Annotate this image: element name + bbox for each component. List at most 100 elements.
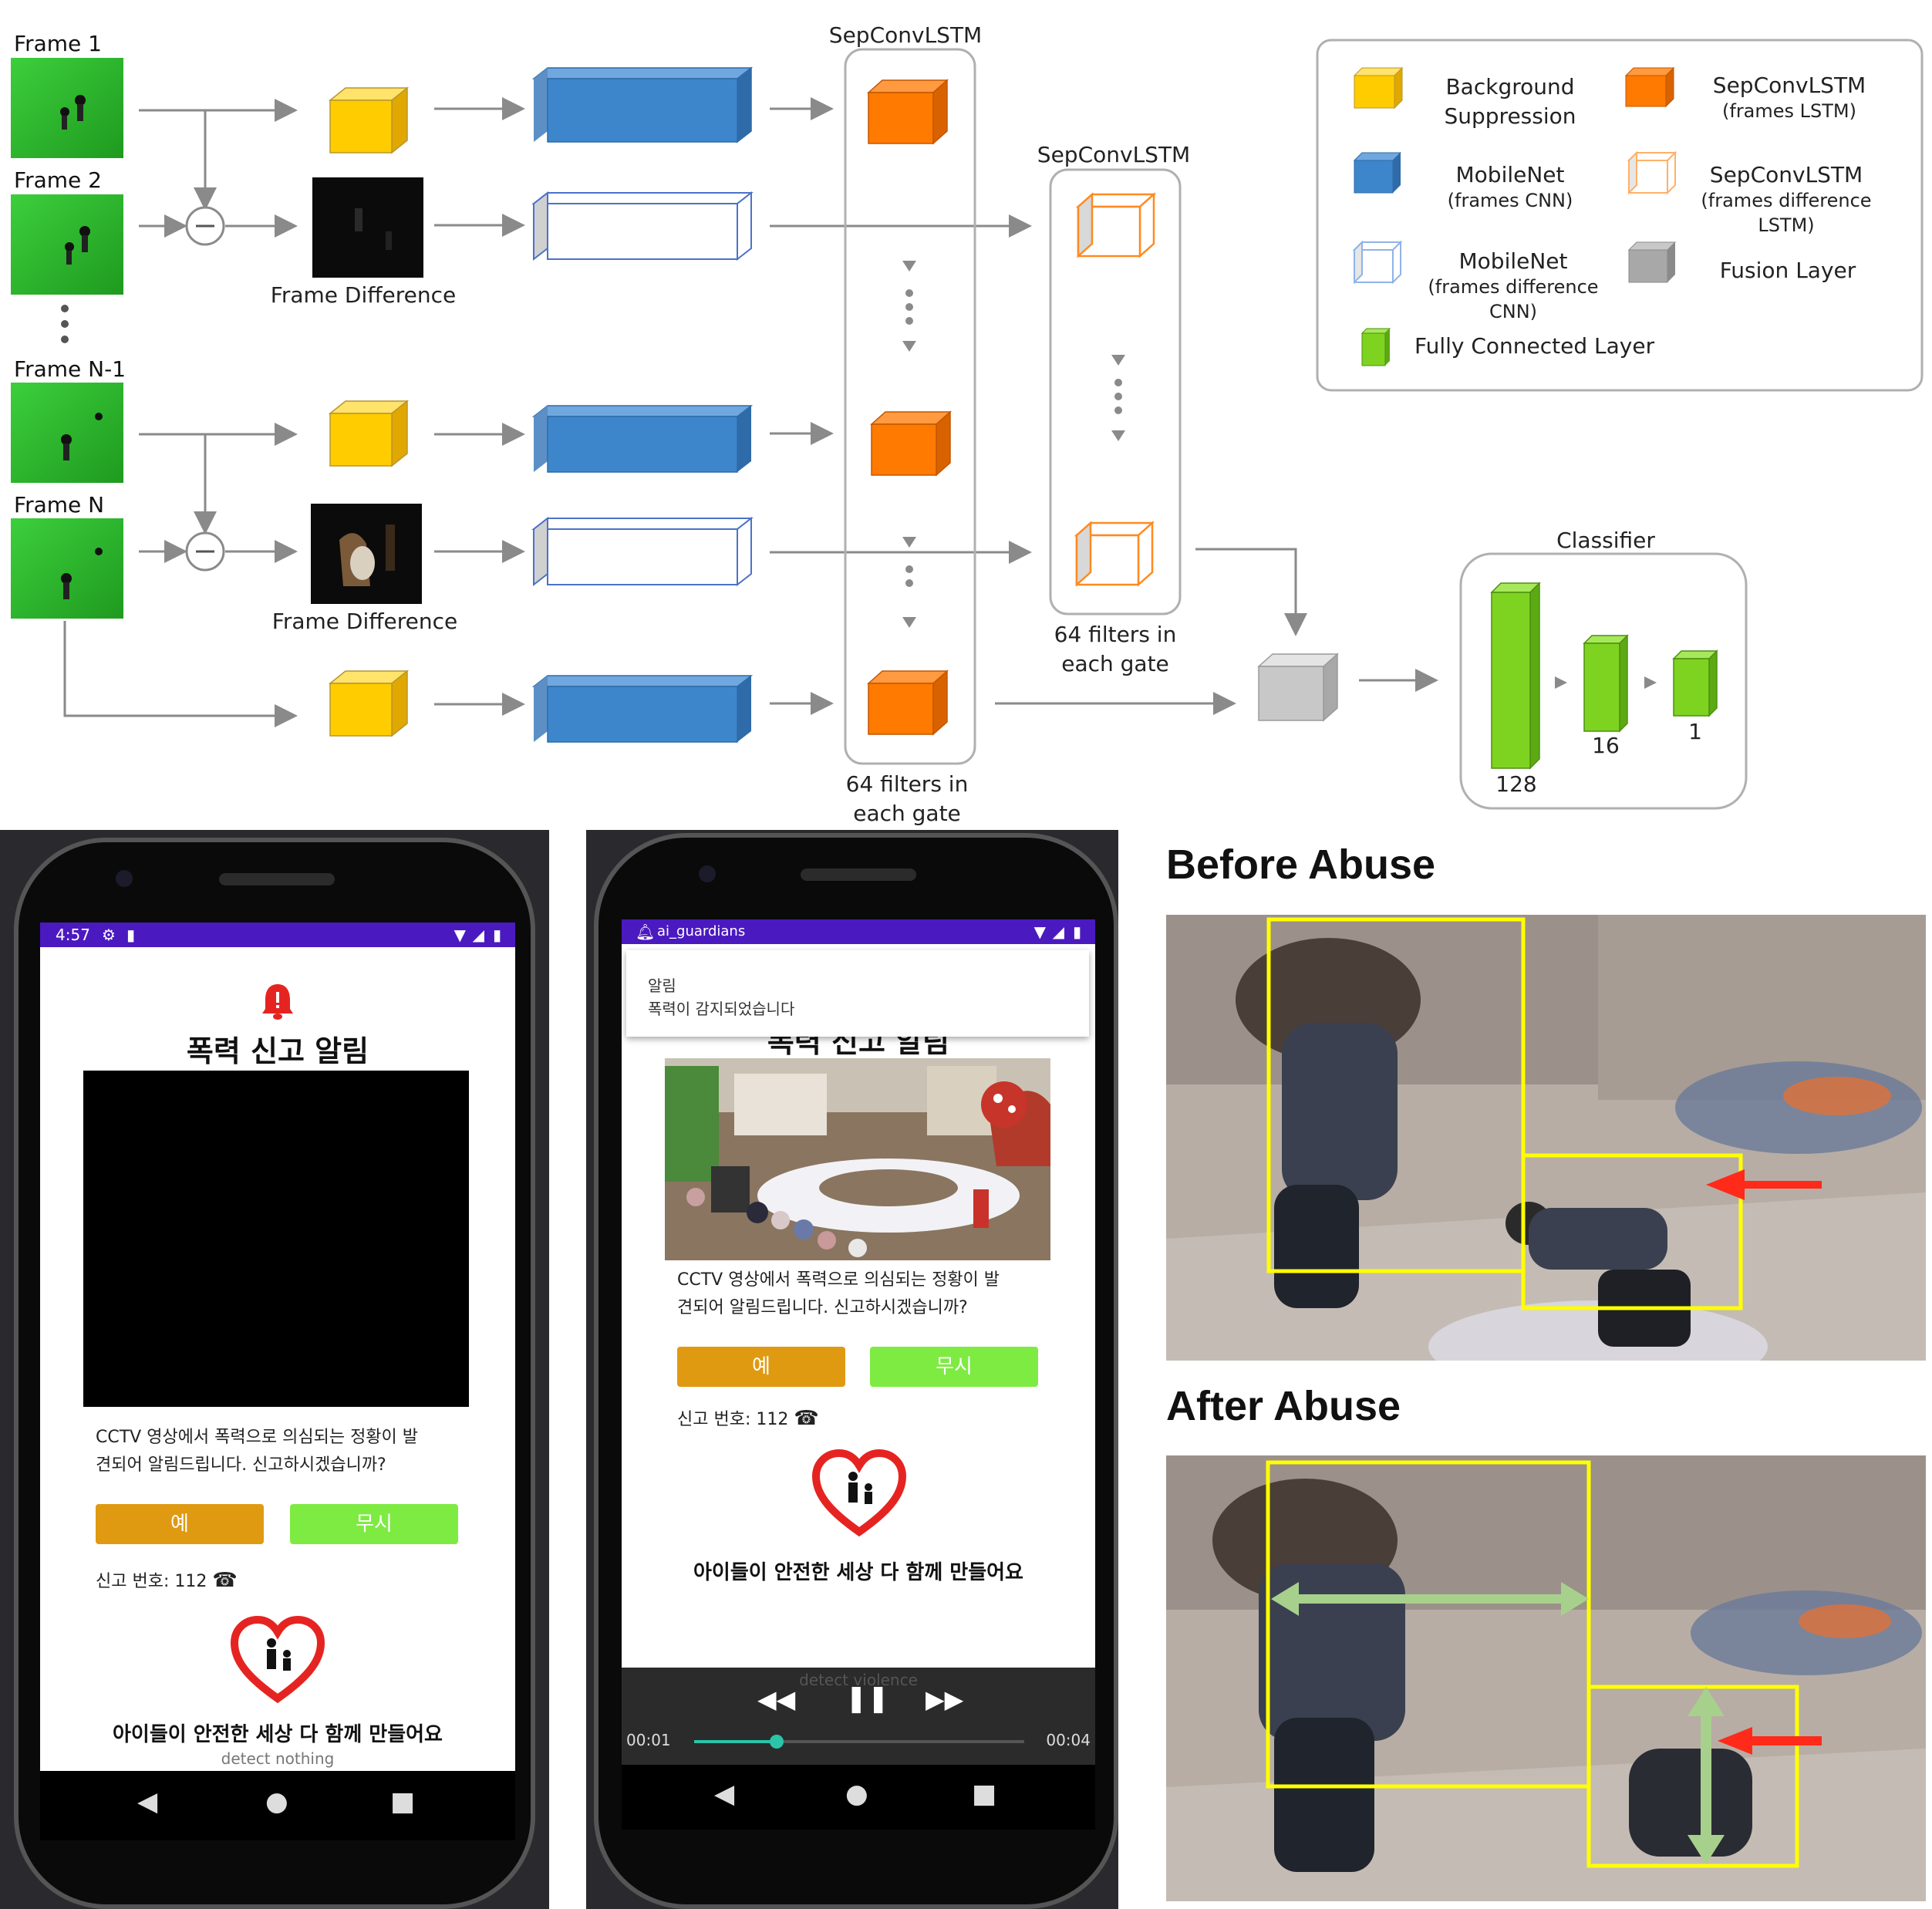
yes-button[interactable]: 예 [96,1504,264,1544]
fully-connected-layer-128 [1490,582,1541,770]
slogan: 아이들이 안전한 세상 다 함께 만들어요 [113,1723,443,1746]
signal-icon: ◢ [472,926,484,944]
notification-text: 폭력이 감지되었습니다 [648,1000,795,1018]
phone-icon[interactable]: ☎ [794,1407,819,1430]
rewind-icon[interactable]: ◀◀ [757,1685,796,1714]
classifier-unit-label: 1 [1688,719,1702,744]
frame-label: Frame 2 [14,167,102,193]
ignore-button[interactable]: 무시 [870,1347,1038,1387]
legend-label: (frames difference [1428,276,1598,298]
classifier-unit-label: 16 [1592,733,1620,758]
earpiece [219,873,335,885]
battery-icon: ▮ [492,926,501,944]
phone1-device: 4:57 ⚙ ▮ ▼ ◢ ▮ 폭력 신고 알림 CCTV 영상에서 폭력으로 의… [14,838,535,1909]
sepconvlstm-difference-cube [1075,192,1157,258]
connector-lines [63,97,1438,727]
phone1-screen: 4:57 ⚙ ▮ ▼ ◢ ▮ 폭력 신고 알림 CCTV 영상에서 폭력으로 의… [40,922,515,1771]
fast-forward-icon[interactable]: ▶▶ [926,1685,964,1714]
sepconvlstm-difference-container [1049,168,1182,616]
subtract-operator [185,531,225,572]
slogan: 아이들이 안전한 세상 다 함께 만들어요 [693,1561,1023,1584]
legend-label: (frames LSTM) [1722,100,1856,122]
app-name: ai_guardians [657,923,746,939]
legend-label: (frames CNN) [1448,190,1573,211]
sepconvlstm-frames-container [844,48,976,765]
legend-label: Background [1445,74,1574,99]
frame-image [11,58,123,158]
seek-bar[interactable] [694,1735,1024,1749]
phone2-device: 🔔︎ ai_guardians ▼ ◢ ▮ 폭력 신고 알림 알림 폭력이 감지… [594,833,1118,1909]
recents-icon[interactable]: ■ [972,1779,997,1810]
wifi-icon: ▼ [453,926,466,944]
sequence-ellipsis [1111,355,1125,441]
status-bar: 4:57 ⚙ ▮ ▼ ◢ ▮ [40,922,515,947]
legend-blue-cube [1353,152,1402,194]
adult-bounding-box [1266,1460,1591,1789]
legend-label: Fully Connected Layer [1414,333,1655,359]
back-icon[interactable]: ◀ [137,1786,158,1817]
child-bounding-box [1521,1153,1743,1310]
wifi-icon: ▼ [1033,922,1046,941]
classifier-flow-arrow [1644,676,1657,689]
frame-label: Frame 1 [14,31,102,56]
frame-difference-label: Frame Difference [272,609,458,634]
fully-connected-layer-16 [1583,634,1629,733]
sequence-ellipsis [902,261,916,628]
legend-label: Fusion Layer [1720,258,1856,283]
background-suppression-cube [328,400,410,467]
classifier-container [1459,552,1748,810]
detect-status: detect nothing [221,1749,335,1768]
mobilenet-block [531,66,754,143]
back-icon[interactable]: ◀ [714,1779,735,1810]
pause-icon[interactable]: ❚❚ [845,1683,889,1714]
media-controller: detect violence ◀◀ ❚❚ ▶▶ 00:01 00:04 [622,1668,1095,1765]
fusion-layer-cube [1257,653,1339,722]
video-player[interactable] [83,1071,469,1407]
cctv-video-frame[interactable] [665,1058,1050,1260]
signal-icon: ◢ [1052,922,1064,941]
heart-family-logo [811,1449,907,1537]
legend-box [1316,39,1924,392]
frame-image [11,383,123,483]
alert-description: CCTV 영상에서 폭력으로 의심되는 정황이 발 견되어 알림드립니다. 신고… [96,1428,419,1475]
legend-gray-cube [1627,241,1677,283]
yes-button[interactable]: 예 [677,1347,845,1387]
filters-caption: 64 filters in [846,771,969,797]
ignore-button[interactable]: 무시 [290,1504,458,1544]
legend-label: LSTM) [1758,214,1814,236]
architecture-diagram: Frame 1 Frame 2 Frame N-1 Frame N [11,22,1924,826]
home-icon[interactable]: ● [845,1779,868,1810]
notification-popup[interactable]: 알림 폭력이 감지되었습니다 [626,950,1089,1037]
legend-label: (frames difference [1701,190,1871,211]
filters-caption: 64 filters in [1054,622,1177,647]
seek-bar-thumb[interactable] [770,1735,784,1749]
after-abuse-image [1166,1455,1926,1901]
detect-status: detect violence [799,1671,918,1689]
recents-icon[interactable]: ■ [390,1786,416,1817]
child-bounding-box [1586,1685,1799,1868]
home-icon[interactable]: ● [265,1786,288,1817]
legend-green-cube [1360,328,1391,366]
sd-card-icon: ▮ [126,926,136,944]
before-abuse-image [1166,915,1926,1361]
phone-icon[interactable]: ☎ [212,1569,238,1592]
navigation-bar: ◀ ● ■ [622,1765,1095,1830]
status-time: 4:57 [56,926,90,944]
adult-bounding-box [1266,917,1526,1273]
sepconvlstm-cube [870,410,952,477]
legend-orange-cube [1624,66,1675,108]
phone2-screen: 🔔︎ ai_guardians ▼ ◢ ▮ 폭력 신고 알림 알림 폭력이 감지… [622,919,1095,1668]
earpiece [801,868,916,881]
sepconvlstm-title: SepConvLSTM [1037,142,1190,167]
frame-difference-image [312,177,423,278]
red-arrow-indicator [1706,1169,1822,1200]
classifier-flow-arrow [1555,676,1567,689]
mobilenet-difference-block [531,191,754,261]
legend-label: SepConvLSTM [1710,162,1863,187]
seek-bar-progress [694,1740,777,1743]
before-abuse-title: Before Abuse [1166,842,1436,888]
filters-caption: each gate [853,801,961,826]
legend-orange-outline-cube [1627,150,1677,195]
after-abuse-title: After Abuse [1166,1383,1401,1429]
legend-label: SepConvLSTM [1713,73,1866,98]
